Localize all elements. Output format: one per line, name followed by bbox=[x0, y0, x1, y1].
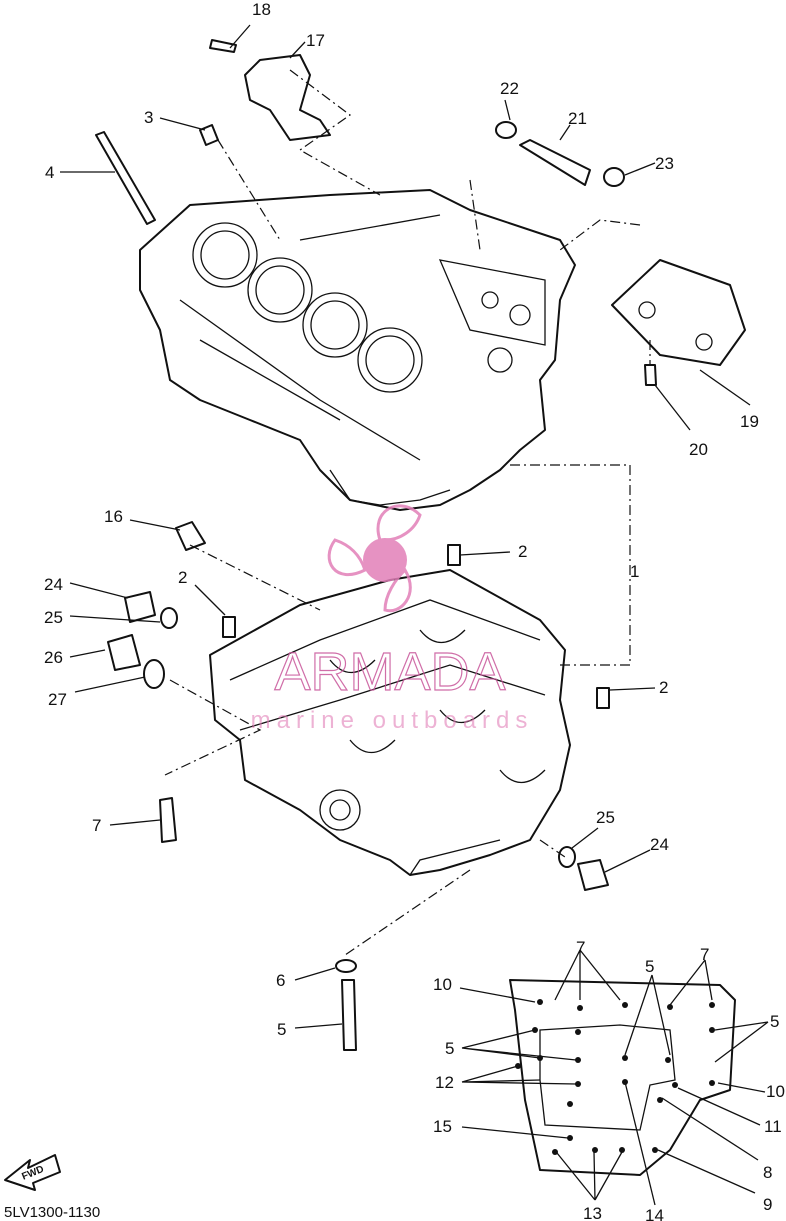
watermark-blade bbox=[383, 567, 412, 613]
callout-label: 23 bbox=[655, 154, 674, 173]
callout-label: 1 bbox=[630, 562, 639, 581]
callout-label: 12 bbox=[435, 1073, 454, 1092]
callout-label: 7 bbox=[576, 938, 585, 957]
watermark-blade bbox=[376, 504, 422, 542]
small-parts bbox=[95, 39, 746, 1051]
callout-label: 22 bbox=[500, 79, 519, 98]
watermark-hub bbox=[363, 538, 407, 582]
callout-label: 8 bbox=[763, 1163, 772, 1182]
callout-label: 2 bbox=[178, 568, 187, 587]
callout-label: 19 bbox=[740, 412, 759, 431]
watermark-subtitle: marine outboards bbox=[251, 707, 534, 734]
callout-label: 27 bbox=[48, 690, 67, 709]
callout-label: 7 bbox=[92, 816, 101, 835]
callout-label: 5 bbox=[445, 1039, 454, 1058]
fwd-arrow: FWD bbox=[4, 1154, 61, 1191]
callout-label: 20 bbox=[689, 440, 708, 459]
callout-label: 25 bbox=[44, 608, 63, 627]
callout-label: 14 bbox=[645, 1206, 664, 1221]
callout-label: 6 bbox=[276, 971, 285, 990]
callout-label: 11 bbox=[764, 1117, 782, 1136]
lower-crankcase bbox=[209, 569, 571, 876]
diagram-code: 5LV1300-1130 bbox=[4, 1204, 100, 1221]
bolt-pattern-plan bbox=[509, 979, 736, 1176]
callout-label: 3 bbox=[144, 108, 153, 127]
callout-label: 26 bbox=[44, 648, 63, 667]
callout-label: 2 bbox=[518, 542, 527, 561]
alignment-lines bbox=[164, 69, 651, 956]
callout-label: 24 bbox=[44, 575, 63, 594]
callout-label: 24 bbox=[650, 835, 669, 854]
callout-label: 17 bbox=[306, 31, 325, 50]
callout-label: 5 bbox=[645, 957, 654, 976]
callout-label: 9 bbox=[763, 1195, 772, 1214]
callout-label: 2 bbox=[659, 678, 668, 697]
callout-label: 18 bbox=[252, 0, 271, 19]
callout-labels: 1 2 2 2 3 4 5 5 5 5 6 7 7 7 8 9 10 10 11… bbox=[44, 0, 785, 1221]
callout-label: 10 bbox=[433, 975, 452, 994]
callout-label: 21 bbox=[568, 109, 587, 128]
callout-label: 5 bbox=[770, 1012, 779, 1031]
callout-label: 15 bbox=[433, 1117, 452, 1136]
upper-crankcase bbox=[139, 189, 576, 511]
watermark-blade bbox=[327, 538, 367, 577]
callout-label: 5 bbox=[277, 1020, 286, 1039]
callout-label: 16 bbox=[104, 507, 123, 526]
callout-label: 7 bbox=[700, 945, 709, 964]
callout-label: 10 bbox=[766, 1082, 785, 1101]
armada-watermark: ARMADA marine outboards bbox=[251, 504, 534, 734]
watermark-title: ARMADA bbox=[274, 642, 505, 702]
callout-label: 13 bbox=[583, 1204, 602, 1221]
leader-lines bbox=[60, 24, 769, 1206]
callout-label: 4 bbox=[45, 163, 54, 182]
callout-label: 25 bbox=[596, 808, 615, 827]
